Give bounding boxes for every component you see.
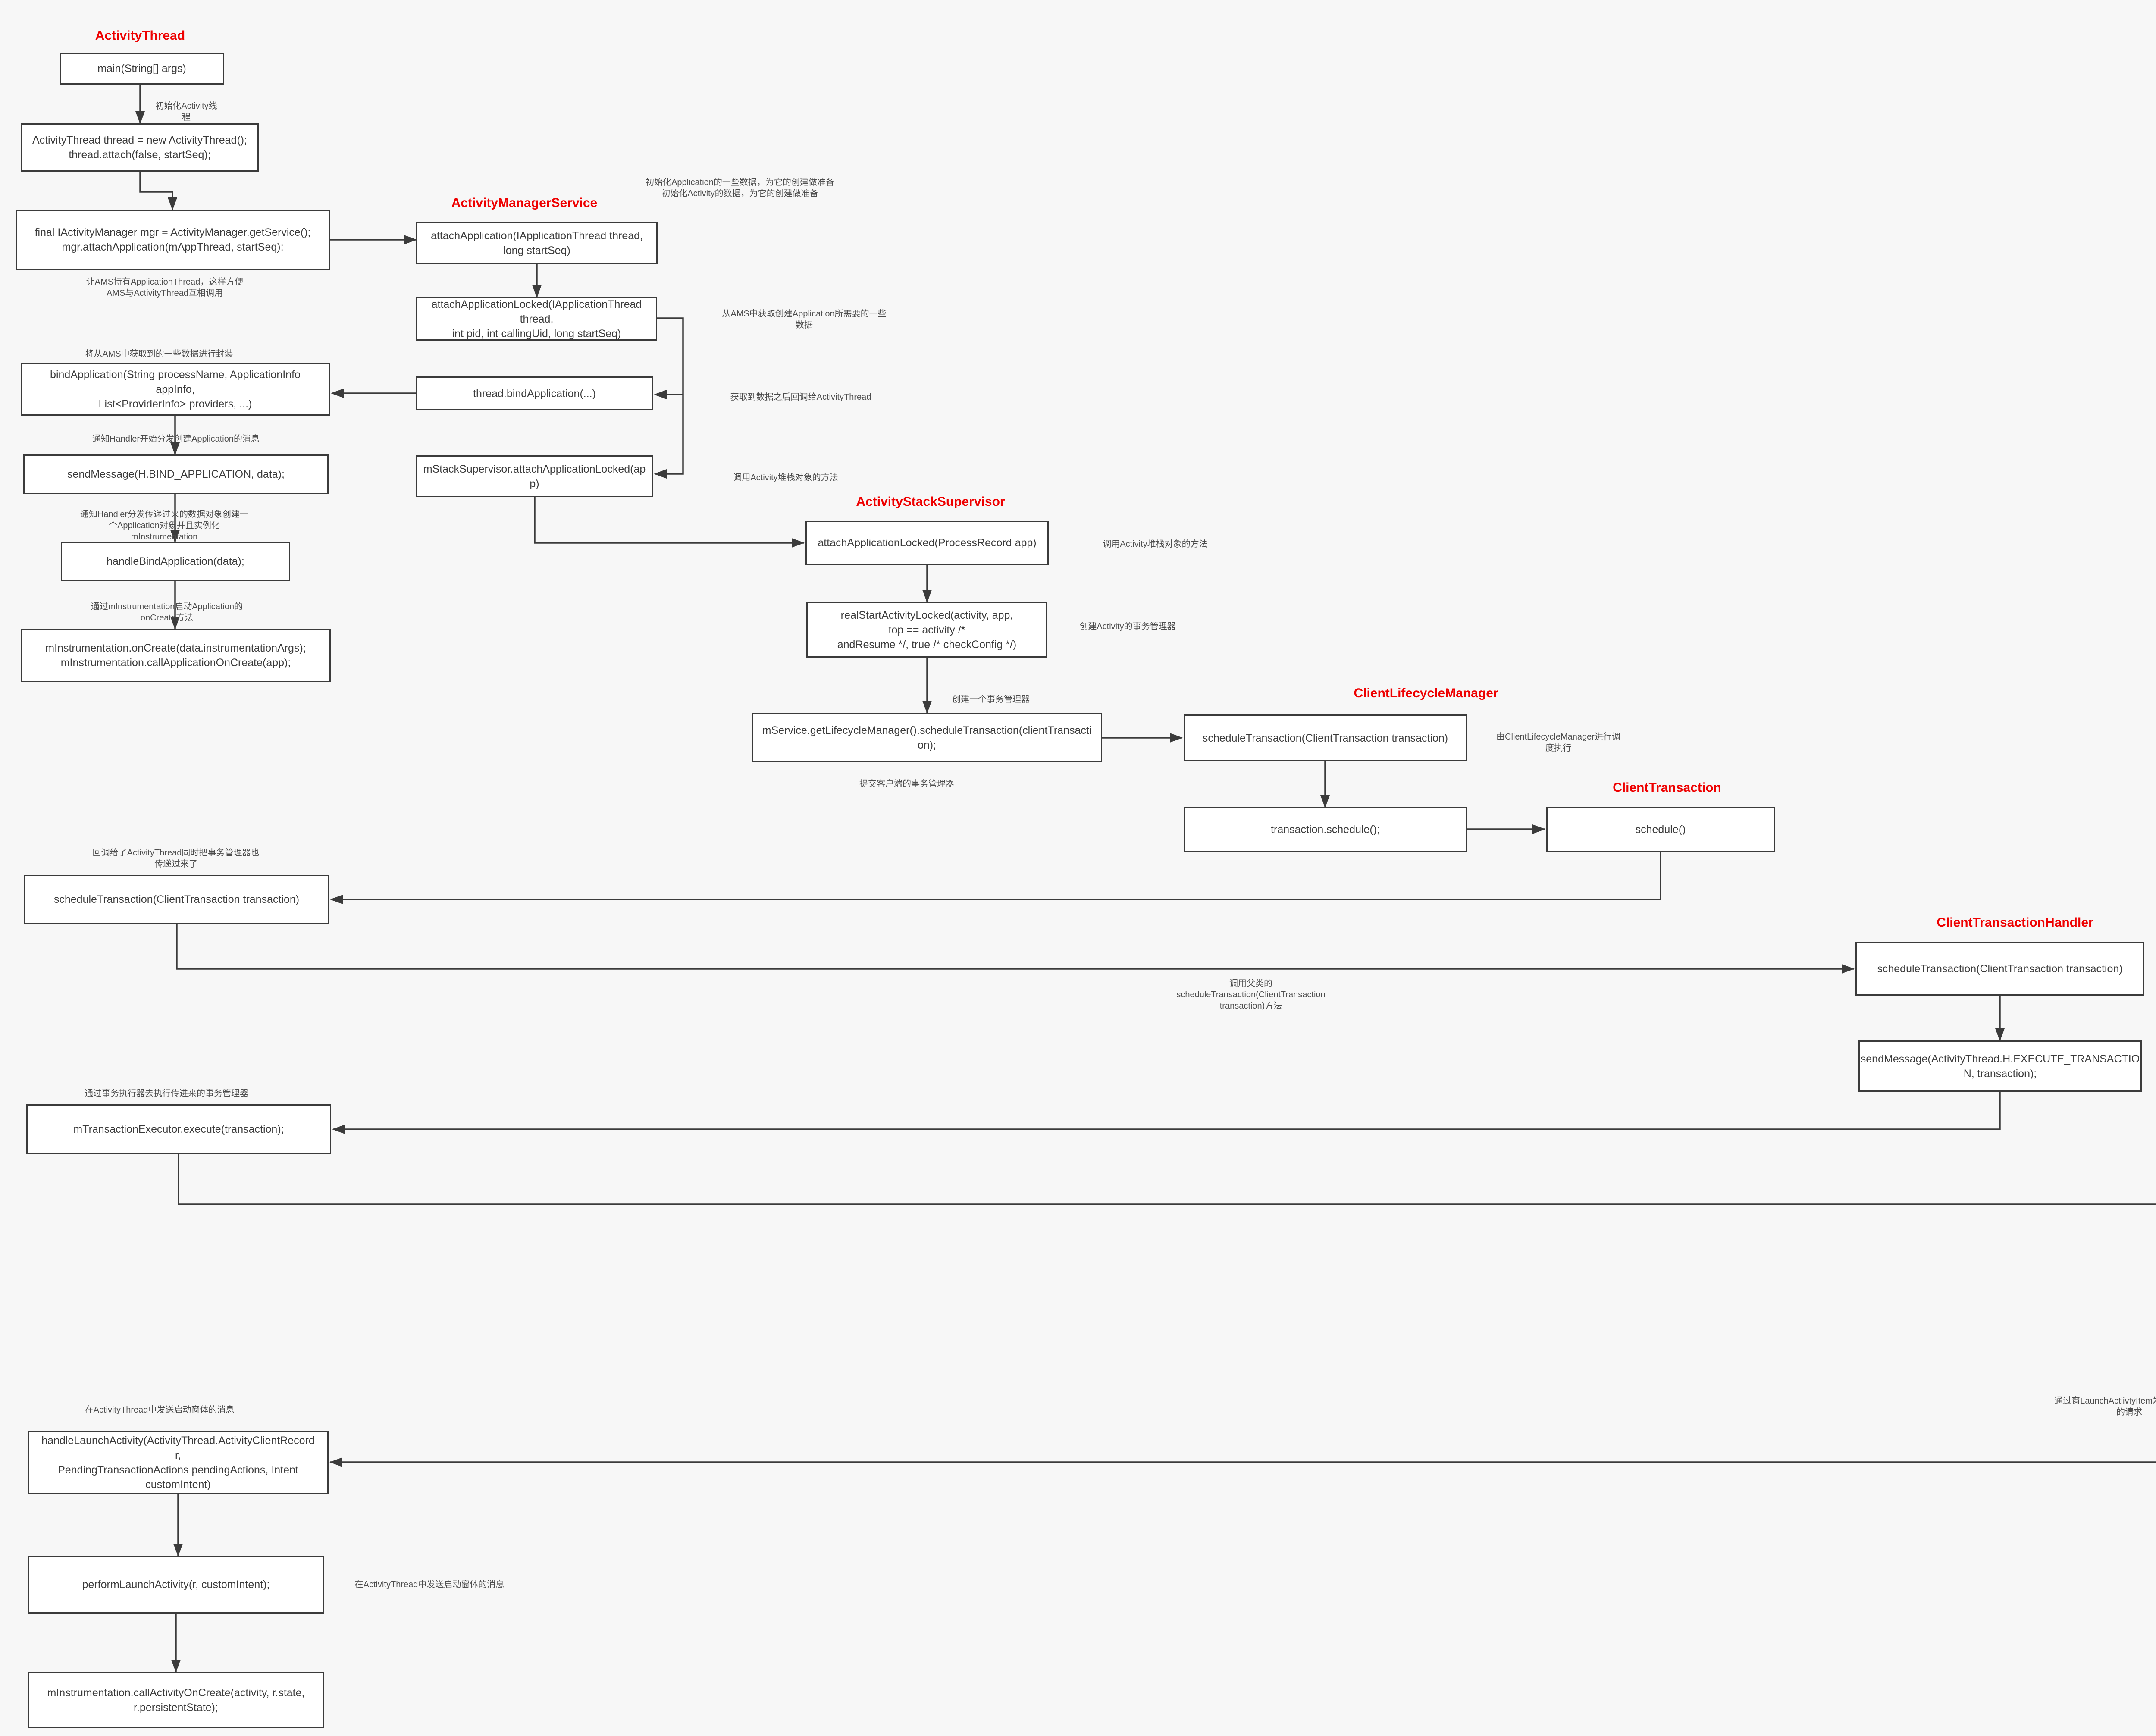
- connector-lai-to-handle-launch: [329, 1457, 2156, 1467]
- flow-node-get-service-attach: final IActivityManager mgr = ActivityMan…: [16, 210, 330, 270]
- edge-label-send-launch-message-right: 在ActivityThread中发送启动窗体的消息: [354, 1580, 505, 1589]
- flow-node-at-bind-application: bindApplication(String processName, Appl…: [21, 363, 330, 416]
- flow-node-at-send-message-bind: sendMessage(H.BIND_APPLICATION, data);: [23, 454, 329, 494]
- flow-node-at-handle-bind-application: handleBindApplication(data);: [61, 542, 290, 581]
- flow-node-ams-thread-bind-application: thread.bindApplication(...): [416, 376, 653, 410]
- class-title-client-transaction-handler: ClientTransactionHandler: [1937, 915, 2093, 930]
- edge-label-create-transaction-manager: 创建Activity的事务管理器: [1079, 622, 1176, 631]
- flow-node-main-args: main(String[] args): [60, 53, 224, 85]
- connector-attach-locked-to-stack: [654, 317, 684, 479]
- edge-label-create-a-transaction: 创建一个事务管理器: [952, 695, 1030, 704]
- flow-node-ass-real-start-activity: realStartActivityLocked(activity, app, t…: [806, 602, 1047, 658]
- edge-label-wrap-ams-data: 将从AMS中获取到的一些数据进行封装: [85, 349, 233, 359]
- edge-label-ams-holds-thread: 让AMS持有ApplicationThread，这样方便 AMS与Activit…: [86, 277, 244, 298]
- class-title-activity-thread: ActivityThread: [95, 28, 185, 43]
- flow-node-ct-schedule: schedule(): [1546, 807, 1775, 852]
- edge-label-init-application-data: 初始化Application的一些数据，为它的创建做准备 初始化Activity…: [646, 178, 834, 198]
- connector-executor-to-te-execute: [178, 1154, 2156, 1205]
- edge-label-executor-run-transaction: 通过事务执行器去执行传进来的事务管理器: [85, 1089, 248, 1098]
- flow-node-ass-attach-application-locked: attachApplicationLocked(ProcessRecord ap…: [805, 521, 1049, 565]
- flow-node-clm-schedule-transaction: scheduleTransaction(ClientTransaction tr…: [1184, 714, 1467, 761]
- flow-node-at-perform-launch-activity: performLaunchActivity(r, customIntent);: [28, 1556, 324, 1614]
- edge-label-call-stack-method-right: 调用Activity堆栈对象的方法: [1103, 539, 1208, 549]
- flow-node-ams-attach-application-locked: attachApplicationLocked(IApplicationThre…: [416, 297, 657, 341]
- edge-label-callback-activity-thread: 获取到数据之后回调给ActivityThread: [730, 392, 871, 402]
- edge-label-init-activity-thread: 初始化Activity线 程: [155, 101, 217, 122]
- flow-node-ams-stack-supervisor-attach: mStackSupervisor.attachApplicationLocked…: [416, 455, 653, 497]
- flow-node-ass-schedule-transaction: mService.getLifecycleManager().scheduleT…: [752, 713, 1102, 762]
- flow-node-at-transaction-executor: mTransactionExecutor.execute(transaction…: [26, 1104, 331, 1154]
- flow-node-at-instrumentation-oncreate: mInstrumentation.onCreate(data.instrumen…: [21, 629, 331, 682]
- edge-label-notify-handler-bind: 通知Handler开始分发创建Application的消息: [92, 434, 260, 444]
- class-title-activity-manager-service: ActivityManagerService: [451, 196, 598, 210]
- flow-node-at-handle-launch-activity: handleLaunchActivity(ActivityThread.Acti…: [28, 1431, 329, 1494]
- flow-node-at-schedule-transaction: scheduleTransaction(ClientTransaction tr…: [24, 875, 329, 924]
- edge-label-callback-with-manager: 回调给了ActivityThread同时把事务管理器也 传递过来了: [92, 848, 260, 869]
- class-title-client-transaction: ClientTransaction: [1613, 780, 1721, 795]
- edge-label-send-launch-message-top: 在ActivityThread中发送启动窗体的消息: [85, 1405, 235, 1415]
- edge-label-instrumentation-oncreate: 通过mInstrumentation启动Application的 onCreat…: [91, 602, 243, 623]
- flow-node-clm-transaction-schedule: transaction.schedule();: [1184, 807, 1467, 852]
- flow-node-cth-send-message-execute: sendMessage(ActivityThread.H.EXECUTE_TRA…: [1858, 1040, 2142, 1092]
- flow-node-ams-attach-application: attachApplication(IApplicationThread thr…: [416, 222, 658, 264]
- connector-ct-schedule-to-at: [330, 852, 1661, 904]
- edge-label-submit-client-transaction: 提交客户端的事务管理器: [859, 779, 954, 789]
- edge-label-call-parent-method: 调用父类的 scheduleTransaction(ClientTransact…: [1176, 979, 1326, 1011]
- flow-node-at-call-activity-oncreate: mInstrumentation.callActivityOnCreate(ac…: [28, 1672, 324, 1728]
- edge-label-launch-item-request: 通过窗LaunchActiivtyItem发送启动窗体 的请求: [2054, 1396, 2156, 1417]
- connector-cth-send-to-executor: [332, 1092, 2001, 1134]
- connector-new-thread-to-get-service: [139, 172, 177, 210]
- edge-label-get-data-from-ams: 从AMS中获取创建Application所需要的一些 数据: [722, 309, 887, 330]
- connector-at-schedule-to-cth: [176, 924, 1855, 974]
- edge-label-clm-dispatch: 由ClientLifecycleManager进行调 度执行: [1496, 732, 1620, 753]
- connector-stack-to-ass-attach: [534, 497, 805, 548]
- class-title-activity-stack-supervisor: ActivityStackSupervisor: [856, 495, 1005, 509]
- flow-node-new-activity-thread: ActivityThread thread = new ActivityThre…: [21, 123, 259, 172]
- edge-label-handler-create-application: 通知Handler分发传递过来的数据对象创建一 个Application对象并且…: [80, 510, 249, 542]
- class-title-client-lifecycle-manager: ClientLifecycleManager: [1354, 686, 1498, 700]
- flow-node-cth-schedule-transaction: scheduleTransaction(ClientTransaction tr…: [1855, 942, 2144, 996]
- edge-label-call-stack-method-left: 调用Activity堆栈对象的方法: [733, 473, 838, 483]
